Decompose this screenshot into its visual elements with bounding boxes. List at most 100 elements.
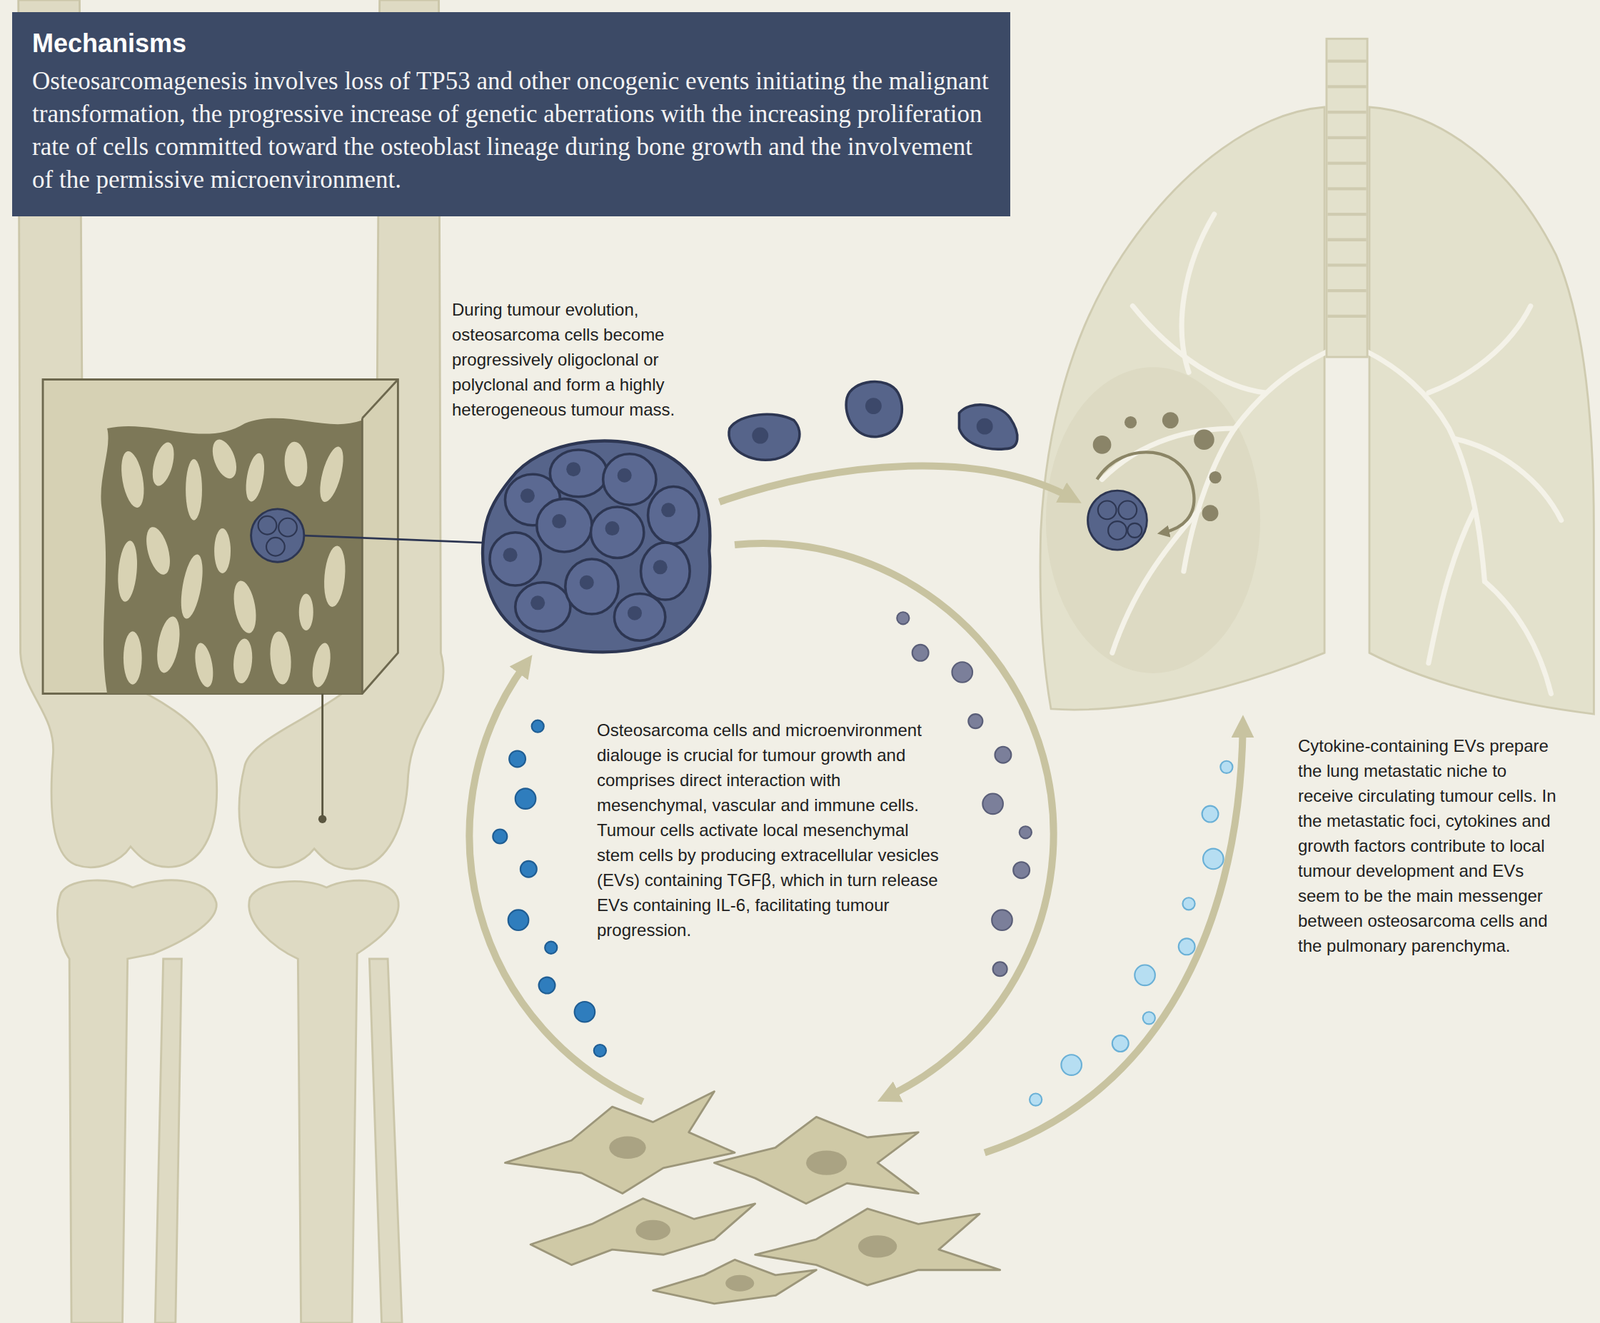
tumour-cell <box>536 499 592 552</box>
ev-dot <box>531 720 545 733</box>
ev-dot <box>594 1044 607 1057</box>
tumour-cell <box>1127 523 1142 538</box>
zoom-leader <box>304 535 485 543</box>
tumour-cell <box>1108 521 1127 540</box>
cytokine-dot <box>1162 411 1179 429</box>
marrow-space <box>148 439 178 488</box>
cell-nucleus <box>751 427 769 445</box>
bronchus <box>1367 351 1485 582</box>
tumour-cell <box>648 486 699 544</box>
lung-metastasis <box>1088 490 1148 550</box>
trachea <box>1326 38 1368 357</box>
marrow-space <box>117 449 148 510</box>
circulating-tumour-cell <box>728 414 800 460</box>
trachea-ring <box>1327 161 1366 165</box>
trachea-ring <box>1327 263 1366 267</box>
ev-dot <box>994 746 1011 764</box>
ev-dot <box>982 793 1004 815</box>
ev-dot <box>991 909 1013 931</box>
tumour-cell <box>515 582 571 632</box>
cell-nucleus <box>661 502 676 517</box>
trachea-ring <box>1327 289 1366 293</box>
cytokine-dot <box>1193 429 1215 450</box>
ev-dot <box>539 977 556 994</box>
cell-nucleus <box>976 418 994 435</box>
marrow-space <box>185 459 203 521</box>
fibula <box>369 958 402 1323</box>
ev-dot <box>1182 897 1195 910</box>
bronchus <box>1183 351 1327 572</box>
tibia <box>57 880 217 1323</box>
tumour-cell <box>603 454 657 505</box>
marrow-space <box>282 440 310 487</box>
bronchus <box>1484 581 1551 694</box>
cell-nucleus <box>605 521 620 536</box>
ev-dot <box>896 611 909 625</box>
location-dot <box>318 815 327 824</box>
mesenchymal-cell <box>713 1116 919 1204</box>
panel-body: Osteosarcomagenesis involves loss of TP5… <box>32 64 991 197</box>
cell-nucleus <box>635 1220 671 1241</box>
marrow-space <box>214 528 231 574</box>
cytokine-dot <box>1124 416 1137 429</box>
ev-dot <box>1203 848 1224 870</box>
ev-dot <box>1013 861 1030 879</box>
cytokine-dot <box>1209 471 1222 484</box>
ev-dot <box>1202 806 1219 823</box>
mesenchymal-cell <box>504 1091 735 1194</box>
tumour-cell <box>278 518 298 537</box>
ev-dot <box>1143 1011 1156 1024</box>
marrow-space <box>315 444 349 505</box>
metastasis-arrow <box>719 466 1072 502</box>
block-edge <box>361 379 398 418</box>
primary-tumour-small <box>251 509 305 562</box>
annotation-text: During tumour evolution, osteosarcoma ce… <box>451 297 718 422</box>
cell-nucleus <box>725 1275 754 1292</box>
lung-lobe <box>1040 107 1325 710</box>
cytokine-dot <box>1093 435 1112 455</box>
marrow-space <box>123 631 143 684</box>
title-band: MechanismsOsteosarcomagenesis involves l… <box>12 12 1011 217</box>
panel-heading: Mechanisms <box>32 27 991 60</box>
marrow-space <box>309 641 333 689</box>
marrow-space <box>207 436 241 482</box>
ev-dot <box>951 661 973 683</box>
ev-dot <box>509 751 526 768</box>
marrow-space <box>268 630 294 685</box>
trachea-ring <box>1327 59 1366 63</box>
lung-lobe <box>1369 107 1594 714</box>
ev-dot <box>515 788 537 809</box>
marrow-space <box>153 614 184 675</box>
cell-nucleus <box>609 1136 646 1159</box>
trachea-ring <box>1327 110 1366 114</box>
trachea-ring <box>1327 212 1366 216</box>
cell-nucleus <box>806 1150 847 1176</box>
cell-nucleus <box>503 547 518 562</box>
tumour-mass <box>482 441 710 653</box>
trachea-ring <box>1327 136 1366 140</box>
ev-dot <box>508 909 530 931</box>
marrow-space <box>242 451 268 504</box>
metastatic-niche <box>1045 366 1261 674</box>
tumour-cell <box>1118 500 1137 520</box>
ev-arrow <box>984 726 1244 1153</box>
cell-nucleus <box>530 595 545 610</box>
location-leader <box>321 693 324 817</box>
trachea-ring <box>1327 187 1366 190</box>
marrow-space <box>321 544 348 608</box>
mesenchymal-cell <box>653 1259 817 1303</box>
trachea-ring <box>1327 238 1366 242</box>
block-edge <box>361 418 364 694</box>
bronchus <box>1132 306 1266 393</box>
ev-dot <box>574 1001 596 1023</box>
tumour-cell <box>591 506 644 558</box>
tumour-cell <box>489 532 541 586</box>
marrow-space <box>115 539 140 603</box>
annotation-text: Cytokine-containing EVs prepare the lung… <box>1297 733 1559 959</box>
tumour-cell <box>549 449 607 497</box>
marrow-space <box>142 524 175 578</box>
marrow-space <box>192 641 216 689</box>
circulating-tumour-cell <box>958 404 1017 450</box>
tumour-cell <box>1098 500 1117 520</box>
tumour-cell <box>614 593 665 641</box>
